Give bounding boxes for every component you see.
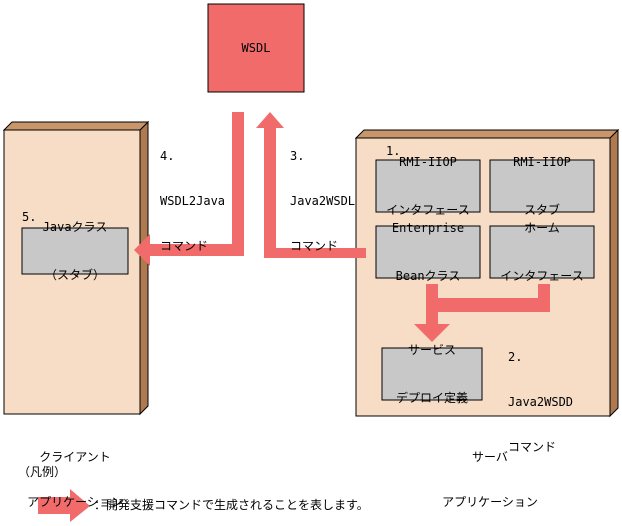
step2-label: 2. Java2WSDD コマンド — [508, 320, 573, 470]
service-deploy-definition-text: サービス デプロイ定義 — [382, 343, 482, 405]
wsdl2java-arrow — [134, 112, 244, 266]
wsdl-label-text: WSDL — [241, 41, 271, 55]
legend-title: （凡例） — [18, 465, 67, 479]
step3-number: 3. — [290, 149, 305, 163]
step1-label: 1. — [386, 144, 401, 158]
rmi-iiop-interface-box — [375, 159, 481, 213]
rmi-iiop-stub-box — [489, 159, 595, 213]
wsdl-box — [207, 3, 305, 93]
step3-command-name: Java2WSDL — [290, 194, 356, 208]
java-stub-class-text: Javaクラス （スタブ） — [22, 220, 128, 282]
step4-command-word: コマンド — [160, 239, 209, 253]
step3-command-word: コマンド — [290, 239, 339, 253]
home-interface-box — [489, 225, 595, 279]
enterprise-bean-line2: Beanクラス — [395, 269, 461, 283]
step2-number: 2. — [508, 350, 523, 364]
rmi-iiop-stub-line2: スタブ — [523, 203, 560, 217]
service-deploy-line1: サービス — [407, 343, 456, 357]
client-caption-line1: クライアント — [39, 450, 111, 464]
legend-description: ：開発支援コマンドで生成されることを表します。 — [94, 498, 369, 512]
enterprise-bean-class-text: Enterprise Beanクラス — [376, 221, 480, 283]
server-caption-line1: サーバ — [472, 450, 508, 464]
server-application-caption: サーバ アプリケーション — [410, 420, 570, 525]
enterprise-bean-class-box — [375, 225, 481, 279]
step3-label: 3. Java2WSDL コマンド — [290, 119, 355, 269]
home-interface-text: ホーム インタフェース — [490, 221, 594, 283]
java-stub-class-box — [21, 227, 129, 275]
step2-command-word: コマンド — [508, 440, 557, 454]
step4-command-name: WSDL2Java — [160, 194, 226, 208]
wsdl-label: WSDL — [208, 4, 304, 92]
rmi-iiop-stub-line1: RMI-IIOP — [513, 155, 571, 169]
step5-label: 5. — [22, 210, 37, 224]
service-deploy-definition-box — [381, 347, 483, 401]
java2wsdd-arrow — [414, 284, 550, 342]
enterprise-bean-line1: Enterprise — [391, 221, 465, 235]
java-stub-class-line2: （スタブ） — [44, 268, 105, 282]
home-interface-line1: ホーム — [524, 221, 560, 235]
rmi-iiop-interface-text: RMI-IIOP インタフェース — [376, 155, 480, 217]
client-application-caption: クライアント アプリケーション — [0, 420, 150, 525]
home-interface-line2: インタフェース — [500, 269, 584, 283]
step4-number: 4. — [160, 149, 175, 163]
client-caption-line2: アプリケーション — [27, 495, 123, 509]
java2wsdl-arrow — [256, 112, 366, 258]
java-stub-class-line1: Javaクラス — [42, 220, 108, 234]
rmi-iiop-stub-text: RMI-IIOP スタブ — [490, 155, 594, 217]
rmi-iiop-interface-line2: インタフェース — [386, 203, 470, 217]
rmi-iiop-interface-line1: RMI-IIOP — [399, 155, 457, 169]
step4-label: 4. WSDL2Java コマンド — [160, 119, 225, 269]
server-caption-line2: アプリケーション — [442, 495, 538, 509]
legend-arrow — [38, 489, 90, 522]
step2-command-name: Java2WSDD — [508, 395, 574, 409]
service-deploy-line2: デプロイ定義 — [395, 391, 468, 405]
